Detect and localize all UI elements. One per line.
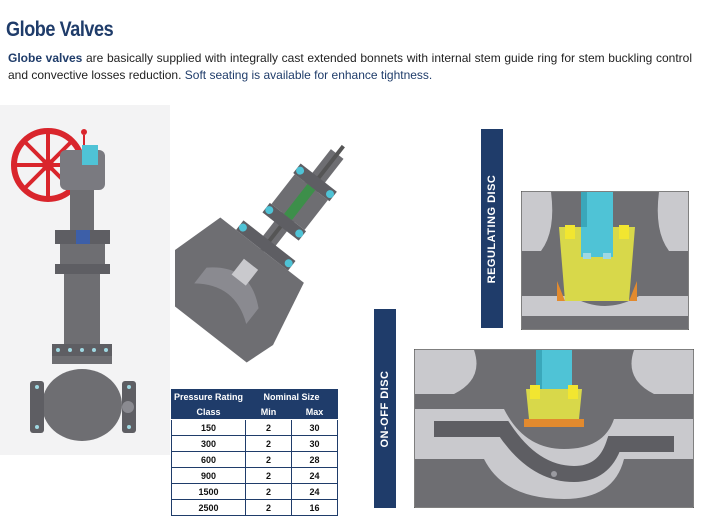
cell-min: 2 (245, 451, 292, 468)
table-row: 1500 2 24 (171, 483, 338, 500)
page-title: Globe Valves (6, 18, 114, 41)
cell-class: 900 (171, 467, 246, 484)
cell-class: 600 (171, 451, 246, 468)
cell-max: 30 (291, 435, 338, 452)
cell-min: 2 (245, 435, 292, 452)
table-row: 300 2 30 (171, 435, 338, 452)
cell-class: 2500 (171, 499, 246, 516)
intro-highlight: Soft seating is available for enhance ti… (184, 68, 433, 82)
intro-bold-lead: Globe valves (8, 51, 83, 65)
cell-max: 24 (291, 483, 338, 500)
table-row: 2500 2 16 (171, 499, 338, 516)
header-pressure-rating: Pressure Rating (171, 389, 246, 405)
header-max: Max (291, 404, 338, 420)
regulating-disc-label: REGULATING DISC (481, 129, 503, 328)
cell-class: 150 (171, 419, 246, 436)
on-off-disc-label: ON-OFF DISC (374, 309, 396, 508)
table-row: 900 2 24 (171, 467, 338, 484)
table-header-row: Pressure Rating Nominal Size (171, 389, 338, 405)
intro-body: are basically supplied with integrally c… (8, 51, 692, 82)
cell-class: 300 (171, 435, 246, 452)
cell-max: 30 (291, 419, 338, 436)
on-off-disc-detail-illustration (414, 349, 694, 508)
cell-min: 2 (245, 499, 292, 516)
intro-paragraph: Globe valves are basically supplied with… (8, 50, 692, 84)
table-row: 600 2 28 (171, 451, 338, 468)
pressure-rating-table: Pressure Rating Nominal Size Class Min M… (171, 389, 338, 516)
header-min: Min (245, 404, 292, 420)
header-class: Class (171, 404, 246, 420)
table-row: 150 2 30 (171, 419, 338, 436)
cell-min: 2 (245, 483, 292, 500)
cell-max: 28 (291, 451, 338, 468)
cell-max: 24 (291, 467, 338, 484)
header-nominal-size: Nominal Size (245, 389, 338, 405)
cell-class: 1500 (171, 483, 246, 500)
globe-valve-assembly-illustration (0, 105, 170, 455)
valve-cutaway-illustration (175, 144, 345, 363)
table-subheader-row: Class Min Max (171, 404, 338, 420)
cell-min: 2 (245, 419, 292, 436)
regulating-disc-detail-illustration (521, 191, 689, 330)
cell-min: 2 (245, 467, 292, 484)
cell-max: 16 (291, 499, 338, 516)
